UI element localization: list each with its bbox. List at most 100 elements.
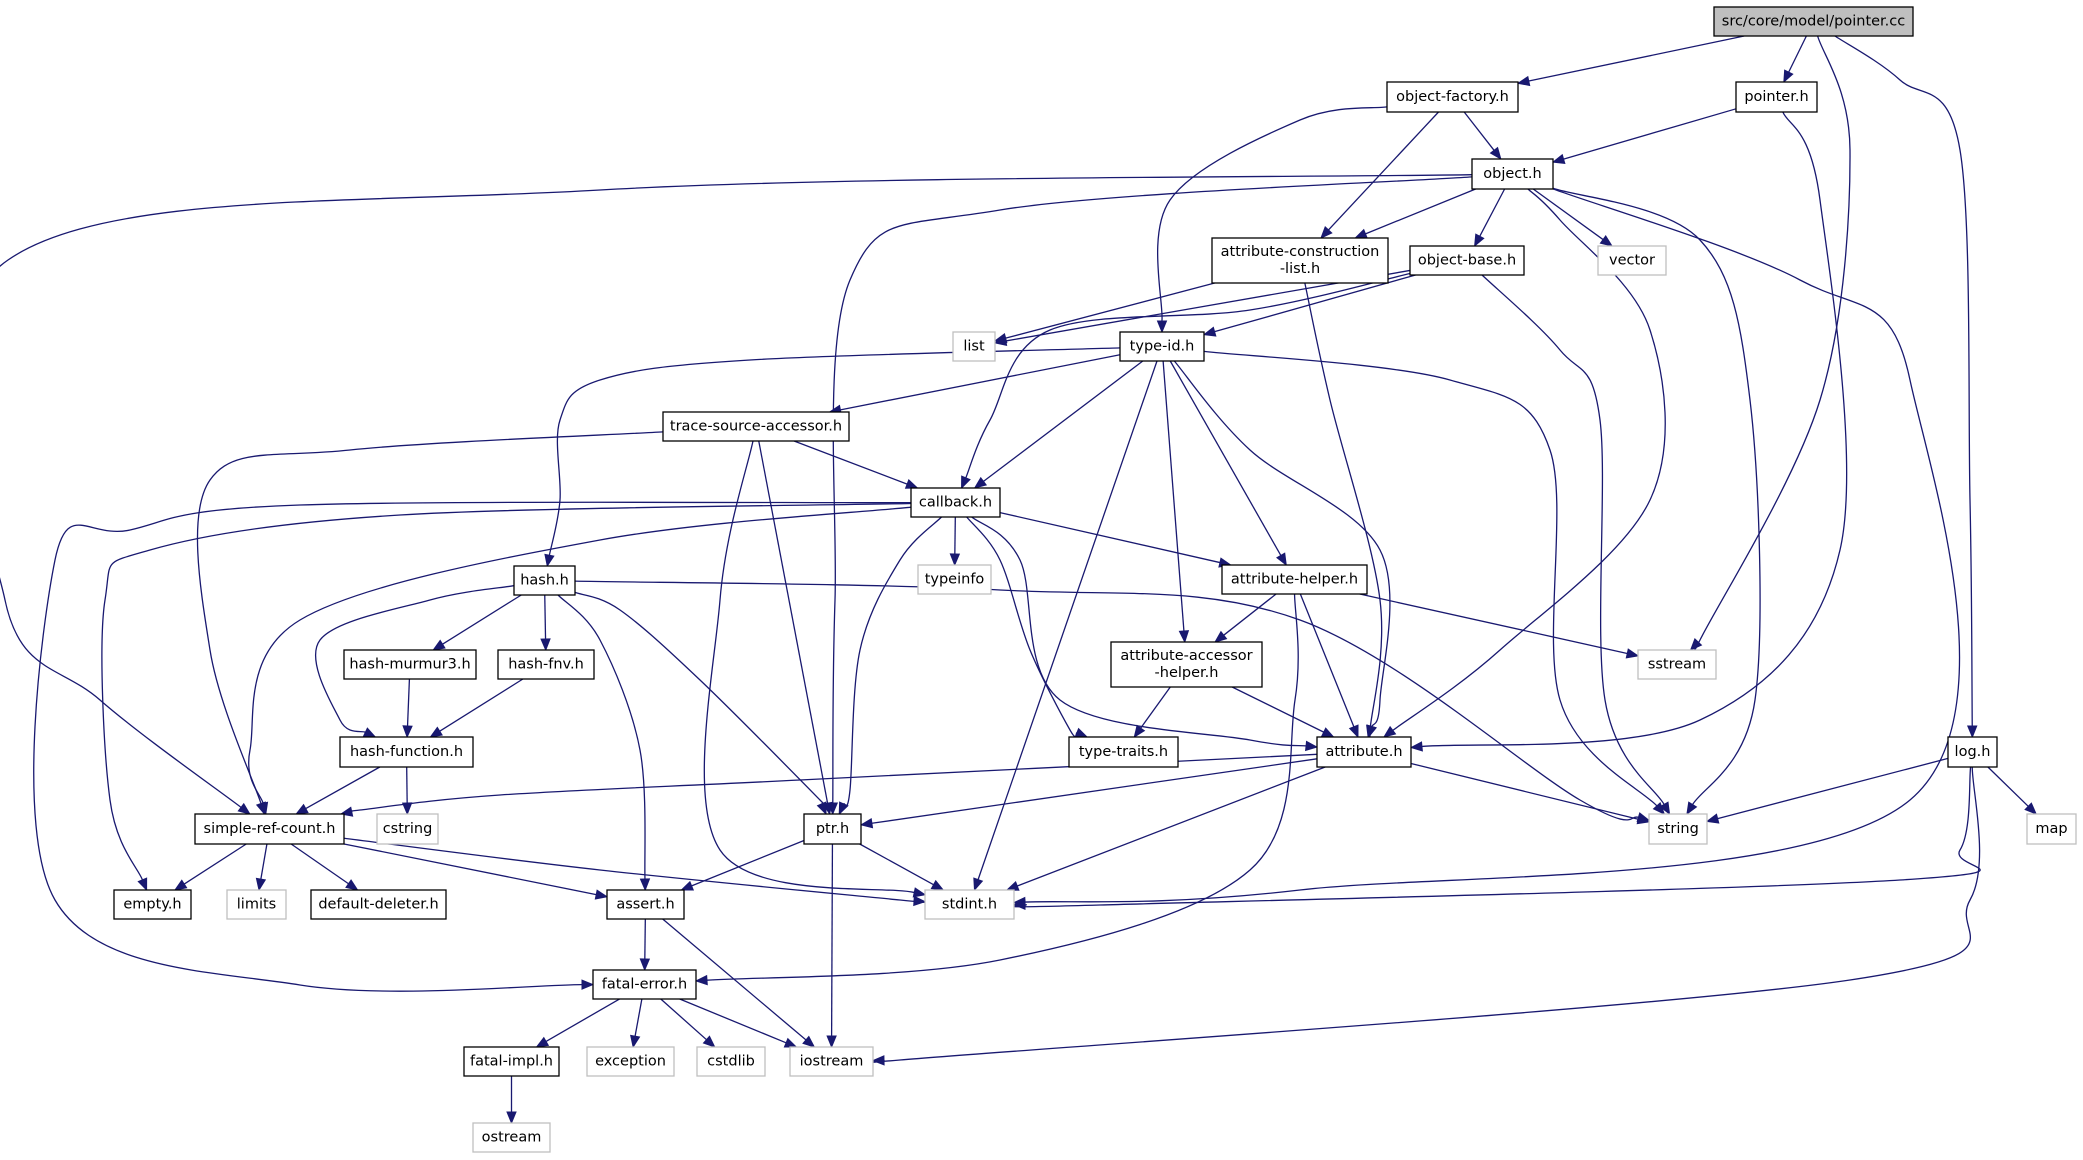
arrowhead-icon bbox=[1320, 226, 1333, 239]
node-fatal-impl-h[interactable]: fatal-impl.h bbox=[463, 1046, 560, 1077]
edge-object-factory-h-to-object-h bbox=[1463, 111, 1502, 161]
edge-attribute-construction-list-h-to-attribute-h bbox=[1304, 282, 1383, 740]
node-default-deleter-h[interactable]: default-deleter.h bbox=[310, 889, 447, 920]
edge-pointer-cc-to-log-h bbox=[1834, 35, 1978, 739]
node-box bbox=[2026, 813, 2077, 845]
arrowhead-icon bbox=[993, 335, 1008, 347]
edge-attribute-h-to-string bbox=[1410, 762, 1651, 825]
node-callback-h[interactable]: callback.h bbox=[910, 487, 1001, 518]
edge-line bbox=[260, 843, 268, 880]
node-box bbox=[343, 649, 477, 680]
edge-hash-h-to-string bbox=[574, 580, 1651, 823]
node-pointer-h[interactable]: pointer.h bbox=[1735, 81, 1818, 113]
arrowhead-icon bbox=[137, 877, 148, 892]
arrowhead-icon bbox=[630, 1034, 641, 1049]
edge-callback-h-to-attribute-helper-h bbox=[999, 511, 1232, 568]
edge-line bbox=[1788, 35, 1807, 73]
edge-hash-h-to-hash-murmur3-h bbox=[432, 594, 522, 651]
node-attribute-accessor-helper-h[interactable]: attribute-accessor-helper.h bbox=[1110, 641, 1263, 688]
edge-line bbox=[706, 593, 1299, 981]
node-object-h[interactable]: object.h bbox=[1471, 158, 1554, 190]
node-trace-source-accessor-h[interactable]: trace-source-accessor.h bbox=[662, 411, 850, 442]
edge-type-id-h-to-hash-h bbox=[544, 347, 1121, 568]
edge-attribute-helper-h-to-attribute-accessor-helper-h bbox=[1214, 593, 1277, 643]
arrowhead-icon bbox=[1659, 801, 1671, 816]
node-label: fatal-impl.h bbox=[470, 1054, 553, 1070]
edge-callback-h-to-simple-ref-count-h bbox=[248, 506, 912, 816]
node-box bbox=[226, 889, 287, 920]
edge-line bbox=[1481, 274, 1665, 805]
arrowhead-icon bbox=[1474, 233, 1485, 248]
node-attribute-helper-h[interactable]: attribute-helper.h bbox=[1221, 564, 1368, 595]
node-hash-function-h[interactable]: hash-function.h bbox=[339, 736, 474, 768]
arrowhead-icon bbox=[1202, 326, 1217, 337]
arrowhead-icon bbox=[639, 958, 651, 972]
edge-line bbox=[971, 516, 1307, 747]
edge-line bbox=[183, 843, 247, 885]
edge-line bbox=[1834, 35, 1973, 727]
arrowhead-icon bbox=[949, 553, 961, 567]
edge-line bbox=[1162, 360, 1185, 632]
edge-line bbox=[1203, 350, 1658, 807]
node-ostream: ostream bbox=[472, 1122, 551, 1153]
edge-line bbox=[1528, 35, 1745, 82]
arrowhead-icon bbox=[362, 727, 377, 738]
node-box bbox=[376, 813, 439, 845]
node-pointer-cc[interactable]: src/core/model/pointer.cc bbox=[1713, 6, 1914, 37]
edge-line bbox=[574, 591, 831, 811]
arrowhead-icon bbox=[432, 639, 446, 651]
edge-log-h-to-map bbox=[1987, 766, 2038, 815]
node-simple-ref-count-h[interactable]: simple-ref-count.h bbox=[194, 813, 345, 845]
node-attribute-construction-list-h[interactable]: attribute-construction-list.h bbox=[1211, 237, 1389, 284]
edge-attribute-accessor-helper-h-to-type-traits-h bbox=[1133, 686, 1171, 739]
arrowhead-icon bbox=[1276, 552, 1287, 567]
edge-object-h-to-object-base-h bbox=[1474, 188, 1506, 248]
arrowhead-icon bbox=[1705, 813, 1720, 824]
edge-callback-h-to-fatal-error-h bbox=[33, 501, 912, 992]
node-exception: exception bbox=[586, 1046, 675, 1077]
node-type-id-h[interactable]: type-id.h bbox=[1119, 331, 1205, 362]
node-box bbox=[586, 1046, 675, 1077]
node-box bbox=[662, 411, 850, 442]
edge-pointer-cc-to-object-factory-h bbox=[1516, 35, 1745, 87]
node-label: hash-fnv.h bbox=[508, 657, 584, 673]
node-assert-h[interactable]: assert.h bbox=[606, 889, 685, 920]
arrowhead-icon bbox=[535, 1036, 550, 1048]
node-label: attribute-helper.h bbox=[1231, 572, 1358, 588]
edge-line bbox=[314, 585, 515, 733]
edge-line bbox=[196, 431, 664, 804]
node-hash-murmur3-h[interactable]: hash-murmur3.h bbox=[343, 649, 477, 680]
edge-line bbox=[101, 502, 912, 881]
edge-trace-source-accessor-h-to-stdint-h bbox=[703, 440, 927, 898]
node-empty-h[interactable]: empty.h bbox=[113, 889, 192, 920]
node-attribute-h[interactable]: attribute.h bbox=[1316, 736, 1412, 768]
node-hash-fnv-h[interactable]: hash-fnv.h bbox=[497, 649, 595, 680]
edge-attribute-accessor-helper-h-to-attribute-h bbox=[1231, 686, 1335, 738]
edge-line bbox=[1011, 766, 1981, 908]
edge-hash-function-h-to-cstring bbox=[401, 766, 413, 816]
node-object-factory-h[interactable]: object-factory.h bbox=[1386, 81, 1519, 113]
node-fatal-error-h[interactable]: fatal-error.h bbox=[592, 969, 697, 1000]
arrowhead-icon bbox=[1320, 727, 1335, 738]
edge-object-factory-h-to-type-id-h bbox=[1156, 106, 1388, 334]
arrowhead-icon bbox=[1305, 740, 1319, 752]
node-box bbox=[803, 813, 862, 845]
node-log-h[interactable]: log.h bbox=[1947, 736, 1998, 768]
node-box bbox=[917, 564, 992, 595]
edge-assert-h-to-iostream bbox=[662, 918, 816, 1048]
node-box bbox=[1068, 736, 1179, 768]
edge-line bbox=[644, 918, 646, 960]
node-label: exception bbox=[595, 1054, 666, 1070]
node-ptr-h[interactable]: ptr.h bbox=[803, 813, 862, 845]
node-hash-h[interactable]: hash.h bbox=[513, 565, 576, 596]
node-type-traits-h[interactable]: type-traits.h bbox=[1068, 736, 1179, 768]
node-object-base-h[interactable]: object-base.h bbox=[1409, 245, 1525, 276]
edge-line bbox=[548, 347, 1121, 556]
node-label: simple-ref-count.h bbox=[204, 821, 336, 837]
arrowhead-icon bbox=[913, 895, 927, 907]
edge-line bbox=[442, 594, 522, 645]
edge-type-id-h-to-stdint-h bbox=[973, 360, 1158, 892]
edge-ptr-h-to-iostream bbox=[826, 843, 837, 1049]
arrowhead-icon bbox=[1178, 630, 1190, 644]
